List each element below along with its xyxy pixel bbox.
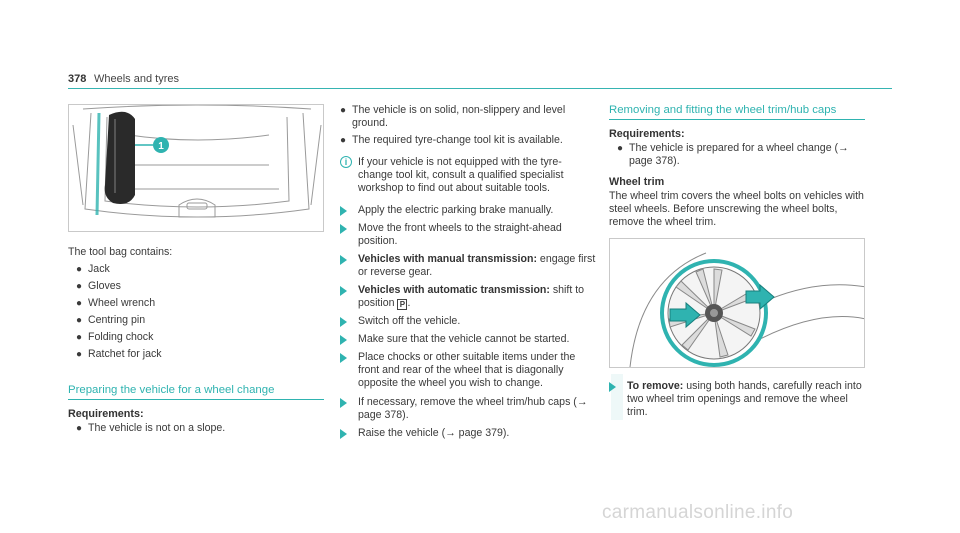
- p-position-icon: P: [397, 299, 408, 310]
- figure-callout: 1: [158, 141, 164, 152]
- wheel-trim-figure: [609, 238, 865, 368]
- step-arrow-icon: [340, 398, 347, 408]
- wheel-trim-paragraph: The wheel trim covers the wheel bolts on…: [609, 190, 864, 228]
- step-arrow-icon: [340, 317, 347, 327]
- step-arrow-icon: [609, 382, 616, 392]
- page-header: 378 Wheels and tyres: [68, 73, 892, 89]
- section-heading-wheel-trim: Removing and fitting the wheel trim/hub …: [609, 104, 865, 120]
- trunk-illustration: 1: [72, 105, 322, 218]
- arrow-right-icon: [745, 283, 775, 311]
- step-arrow-icon: [340, 353, 347, 363]
- section-title: Wheels and tyres: [94, 73, 179, 85]
- subheading-wheel-trim: Wheel trim: [609, 176, 665, 188]
- requirements-label: Requirements:: [609, 128, 685, 140]
- step-arrow-icon: [340, 335, 347, 345]
- step-highlight: [611, 374, 623, 420]
- step-arrow-icon: [340, 206, 347, 216]
- tool-bag-intro: The tool bag contains:: [68, 246, 173, 258]
- info-icon: i: [340, 156, 352, 168]
- section-heading-prepare: Preparing the vehicle for a wheel change: [68, 384, 324, 400]
- tool-bag-figure: 1: [68, 104, 324, 232]
- arrow-left-icon: [669, 301, 701, 329]
- wheel-illustration: [629, 252, 864, 367]
- requirements-label: Requirements:: [68, 408, 144, 420]
- step-arrow-icon: [340, 429, 347, 439]
- step-arrow-icon: [340, 286, 347, 296]
- page-number: 378: [68, 73, 87, 85]
- step-arrow-icon: [340, 224, 347, 234]
- watermark: carmanualsonline.info: [602, 502, 794, 523]
- step-arrow-icon: [340, 255, 347, 265]
